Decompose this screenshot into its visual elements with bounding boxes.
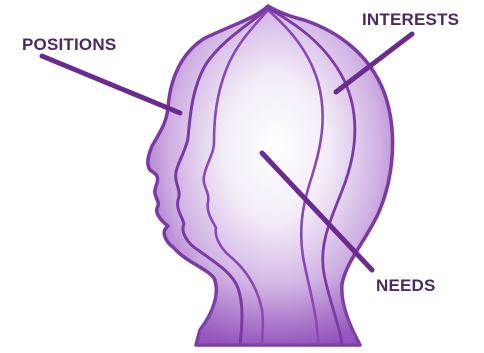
neck-shading (196, 278, 360, 345)
positions-pointer (42, 56, 180, 113)
positions-label: POSITIONS (22, 36, 116, 53)
needs-label: NEEDS (376, 277, 436, 294)
interests-label: INTERESTS (362, 11, 459, 28)
